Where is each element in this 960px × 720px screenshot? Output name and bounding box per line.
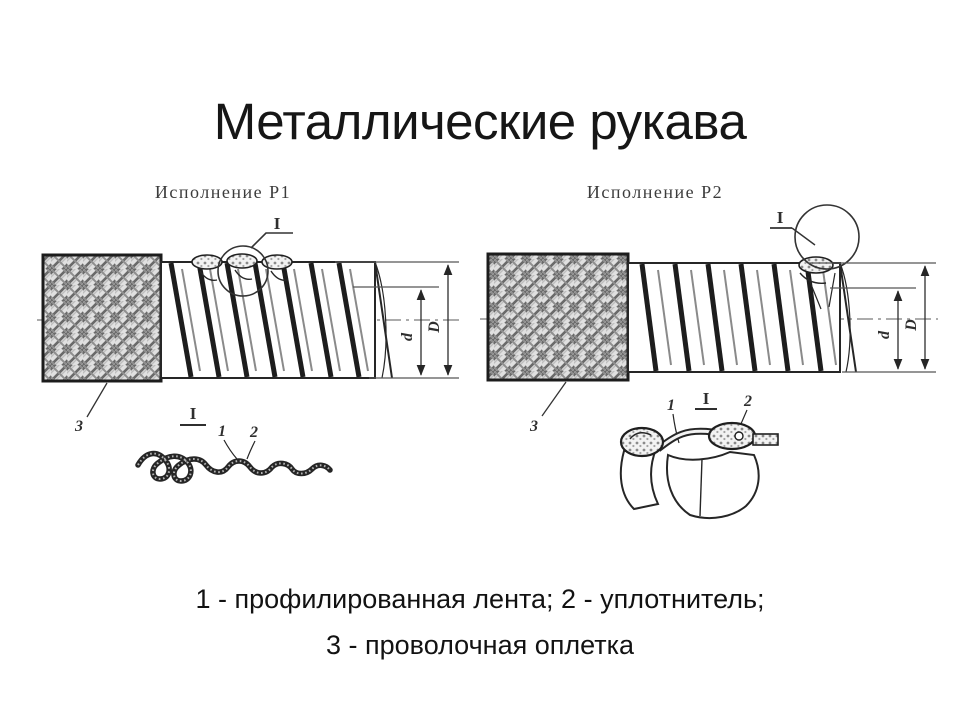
seal-ref-label: 2 bbox=[743, 393, 752, 410]
braid-ref-label: 3 bbox=[529, 418, 538, 435]
dimensions: d D bbox=[808, 262, 936, 373]
braid-ref-label: 3 bbox=[74, 418, 83, 435]
seal-ref-label: 2 bbox=[249, 424, 258, 441]
dim-label-D: D bbox=[426, 321, 443, 334]
tube-end-edge bbox=[374, 261, 393, 379]
caption-line-1: 1 - профилированная лента; 2 - уплотните… bbox=[195, 584, 765, 614]
figure-label-p2: Исполнение Р2 bbox=[586, 182, 724, 202]
callout-I: I bbox=[217, 214, 293, 297]
ref-3: 3 bbox=[529, 381, 567, 435]
callout-I: I bbox=[770, 204, 860, 270]
tape-ref-label: 1 bbox=[218, 423, 226, 440]
dim-label-D: D bbox=[903, 319, 920, 332]
figure-label-p1: Исполнение Р1 bbox=[154, 182, 292, 202]
interlocked-profile-section bbox=[619, 421, 779, 519]
figure-p2-detail: 1 I 2 bbox=[619, 389, 779, 519]
figure-p1-detail: I 1 2 bbox=[135, 404, 333, 484]
braid-section bbox=[486, 252, 630, 382]
caption-line-2: 3 - проволочная оплетка bbox=[325, 630, 635, 660]
dim-label-d: d bbox=[876, 330, 893, 339]
callout-label: I bbox=[777, 208, 784, 227]
ref-3: 3 bbox=[74, 382, 108, 435]
caption: 1 - профилированная лента; 2 - уплотните… bbox=[0, 576, 960, 668]
callout-label: I bbox=[274, 214, 281, 233]
seam-detail bbox=[191, 253, 293, 281]
tape-ref-label: 1 bbox=[667, 397, 675, 414]
braid-section bbox=[41, 253, 163, 383]
detail-label: I bbox=[190, 404, 197, 423]
figure-p2-drawing: I d D 3 bbox=[480, 204, 938, 435]
dim-label-d: d bbox=[399, 332, 416, 341]
detail-label: I bbox=[703, 389, 710, 408]
slide-title: Металлические рукава bbox=[213, 93, 747, 151]
figure-p1-drawing: I d D 3 bbox=[37, 214, 463, 435]
profiled-tape-section bbox=[135, 450, 333, 484]
corrugated-tube bbox=[627, 262, 857, 373]
tube-end-edge bbox=[839, 262, 857, 373]
dimensions: d D bbox=[335, 261, 459, 379]
corrugated-tube bbox=[160, 261, 393, 379]
